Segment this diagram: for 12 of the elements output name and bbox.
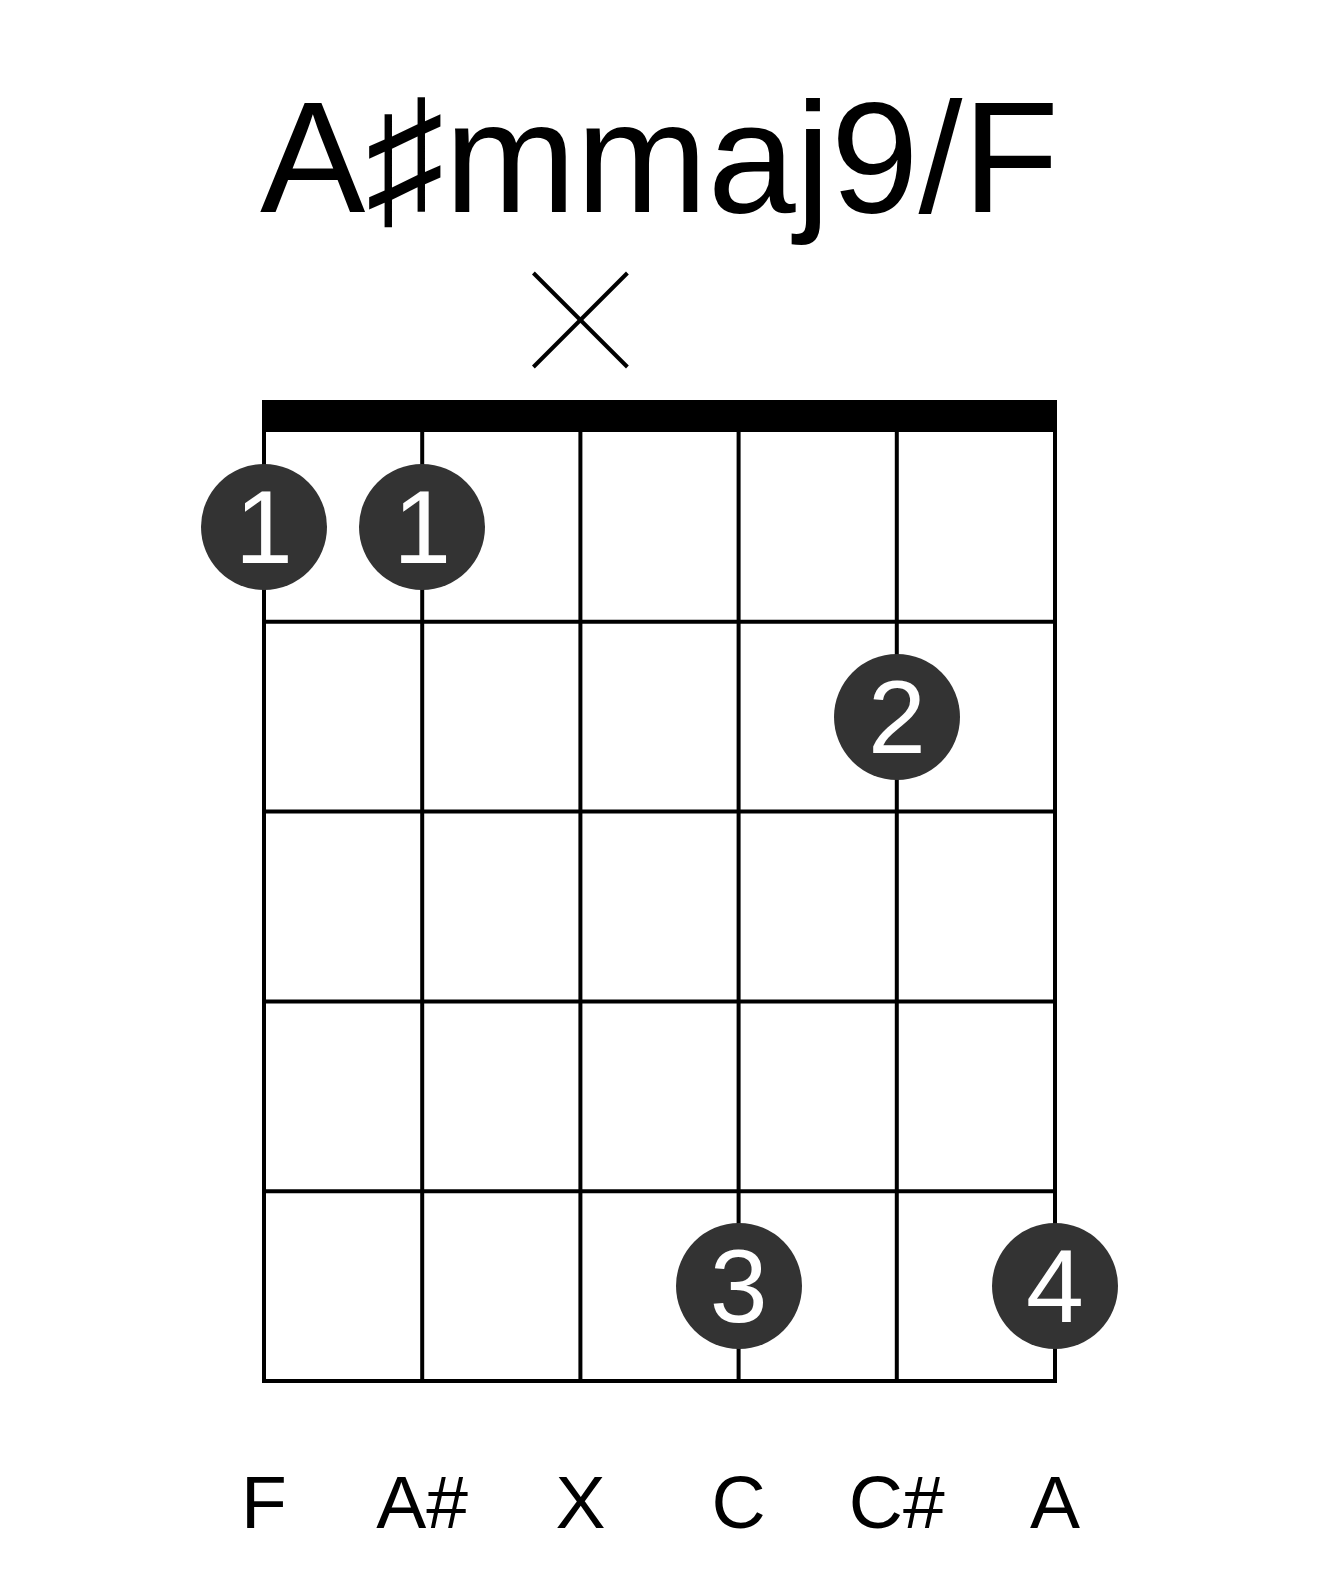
string-note-label: C#	[848, 1464, 945, 1540]
string-note-label: X	[555, 1464, 606, 1540]
finger-number: 4	[1026, 1234, 1084, 1339]
string-note-label: C	[711, 1464, 766, 1540]
finger-number: 2	[867, 664, 926, 769]
string-note-label: F	[241, 1464, 287, 1540]
string-note-label: A	[1030, 1464, 1080, 1540]
string-note-label: A#	[376, 1464, 469, 1540]
chord-title: A♯mmaj9/F	[260, 67, 1059, 247]
finger-number: 1	[235, 474, 293, 579]
finger-number: 3	[709, 1234, 768, 1339]
finger-number: 1	[393, 474, 452, 579]
